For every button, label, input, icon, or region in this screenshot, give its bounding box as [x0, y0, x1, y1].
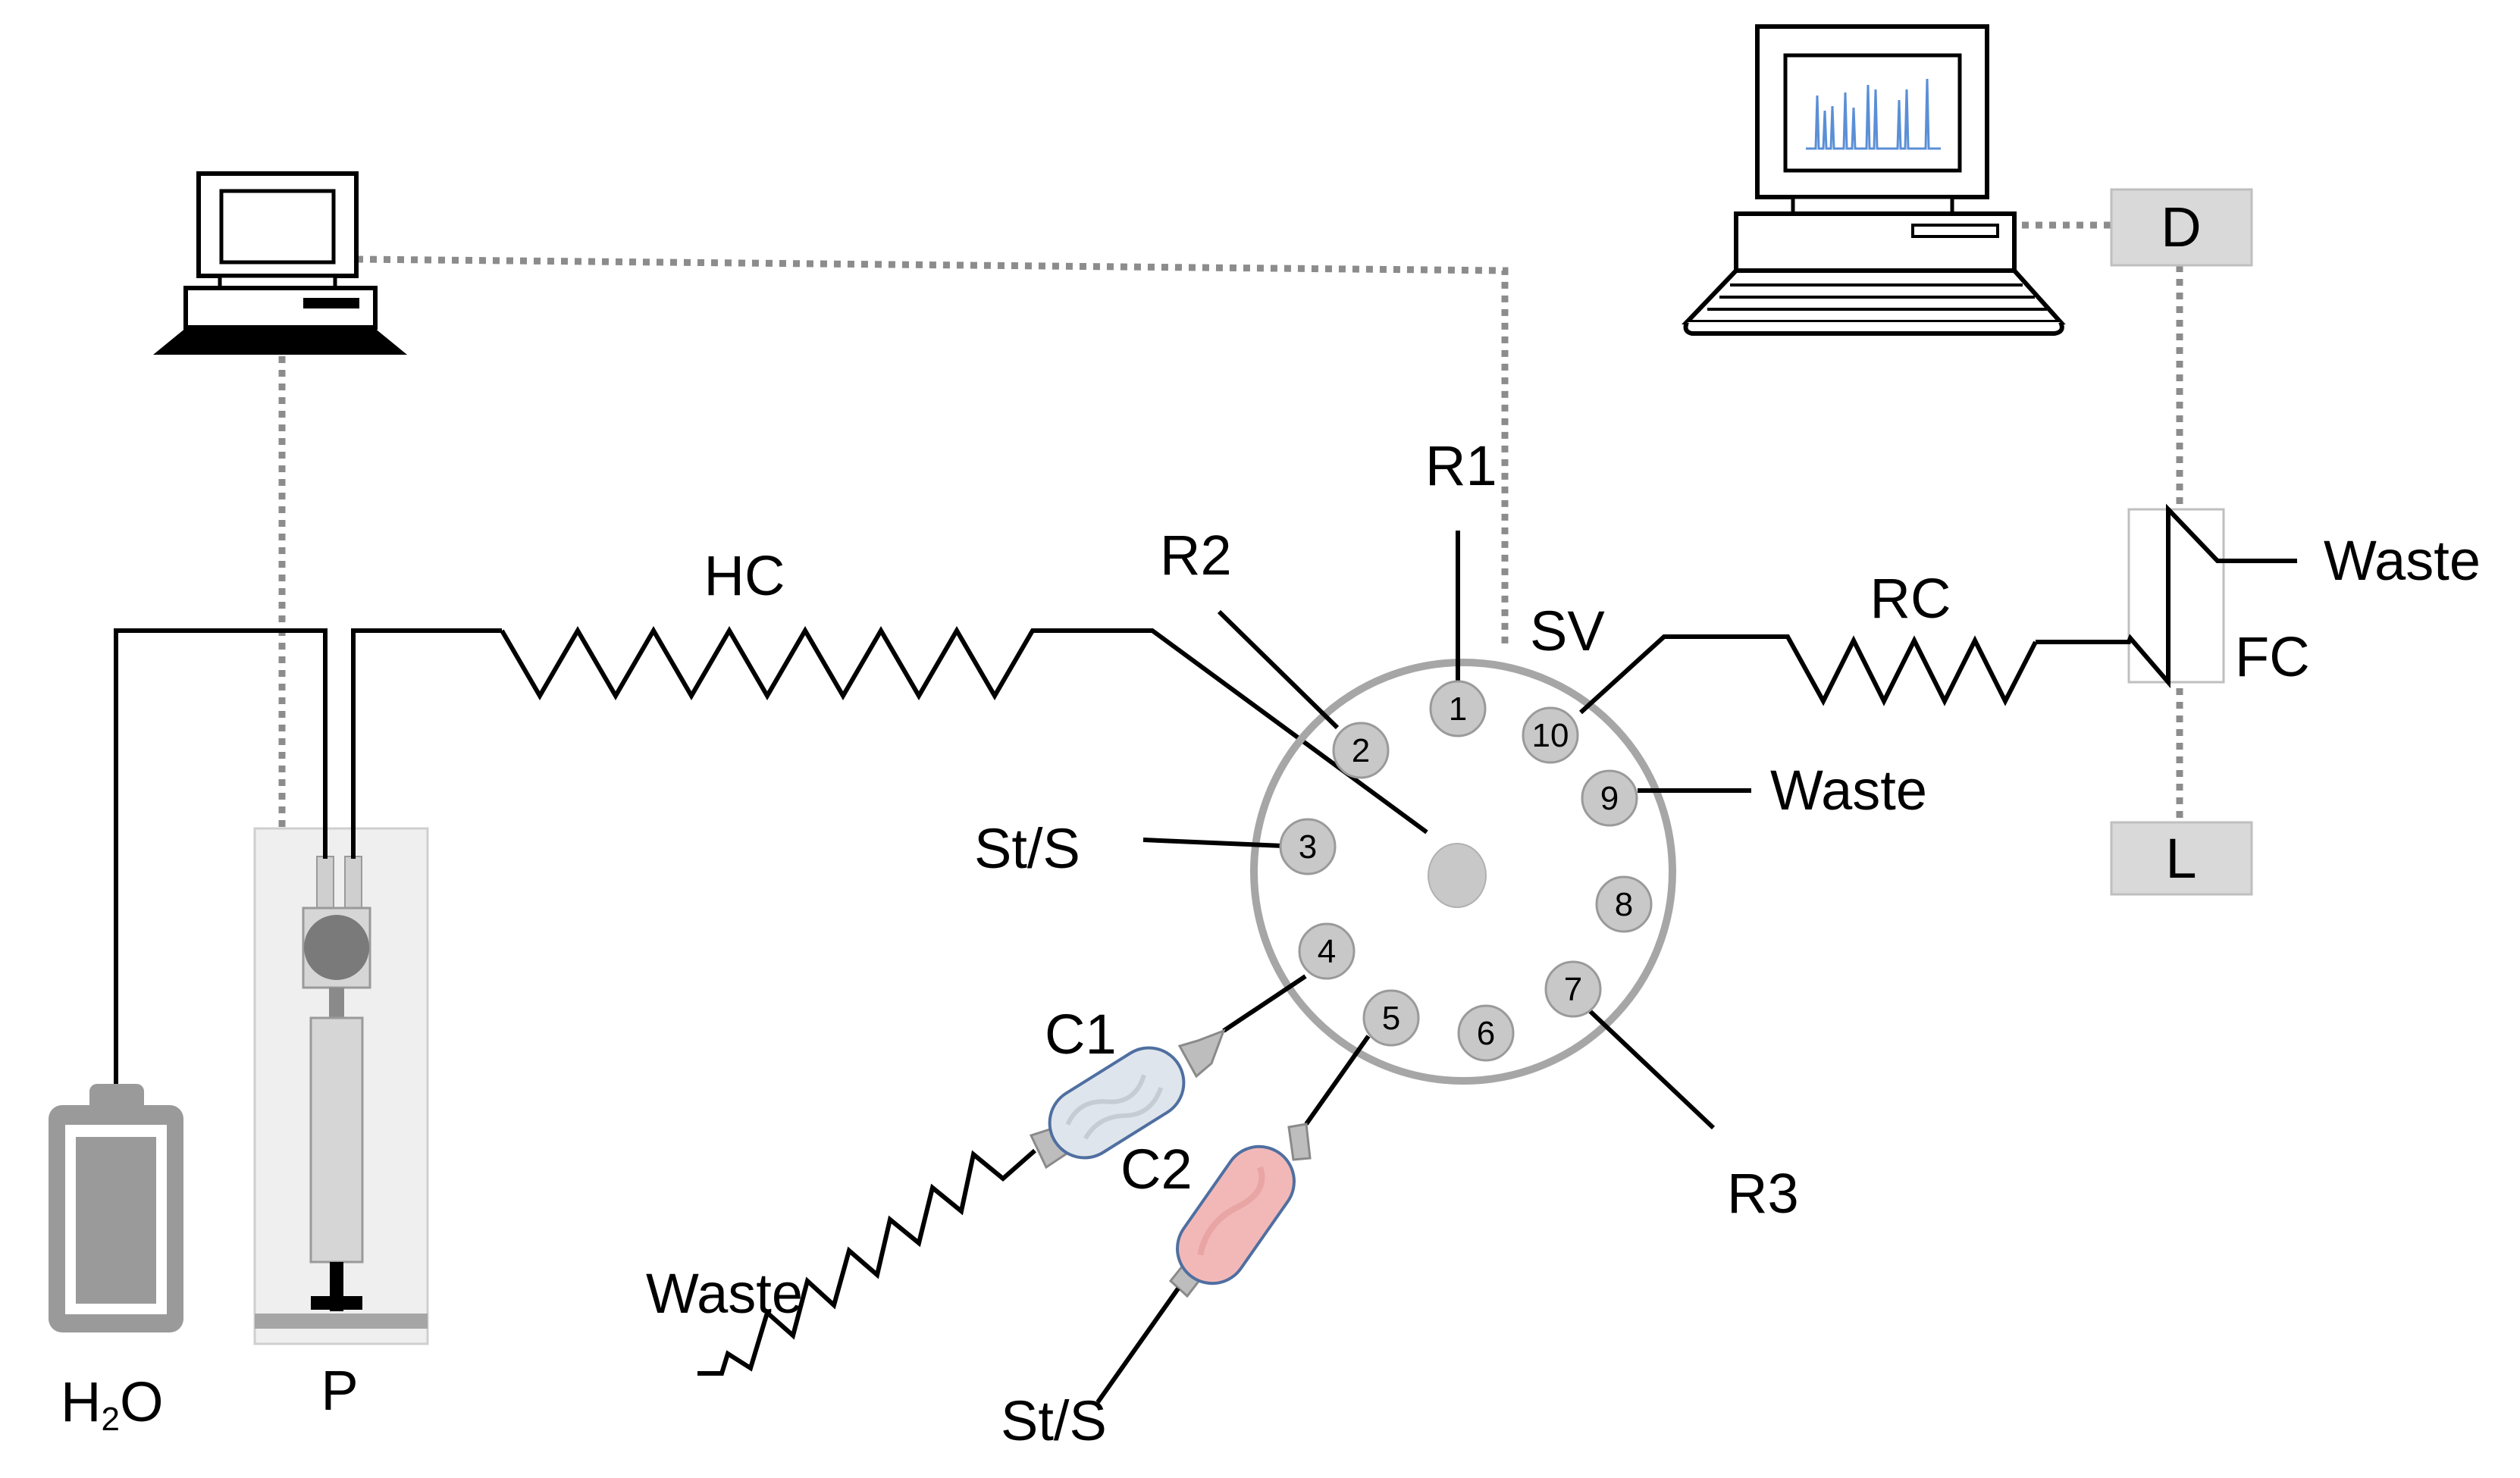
r3-label: R3 — [1727, 1162, 1799, 1225]
r2-label: R2 — [1160, 524, 1232, 587]
c1-label: C1 — [1045, 1003, 1117, 1066]
control-computer-icon — [153, 171, 407, 355]
port-lines — [1142, 531, 2038, 1130]
valve-port-4: 4 — [1298, 922, 1356, 980]
waste-fc-label: Waste — [2324, 529, 2481, 592]
syringe-pump: P — [253, 827, 429, 1422]
valve-port-9: 9 — [1581, 769, 1638, 827]
svg-text:4: 4 — [1318, 933, 1336, 970]
light-source-label: L — [2165, 827, 2196, 890]
holding-coil-label: HC — [704, 544, 785, 607]
selection-valve: SV — [1250, 600, 1676, 1085]
detector-box: D — [2110, 188, 2253, 267]
data-computer-icon — [1681, 24, 2066, 336]
svg-text:5: 5 — [1382, 1000, 1400, 1037]
c2-label: C2 — [1121, 1138, 1193, 1201]
water-reservoir: H2O — [49, 1084, 183, 1438]
valve-port-10: 10 — [1522, 706, 1579, 764]
svg-text:1: 1 — [1449, 690, 1467, 728]
light-source-box: L — [2110, 821, 2253, 896]
svg-text:10: 10 — [1532, 717, 1569, 754]
svg-text:6: 6 — [1477, 1015, 1495, 1052]
valve-port-8: 8 — [1595, 875, 1653, 933]
holding-coil: HC — [500, 544, 1428, 835]
reaction-coil-label: RC — [1870, 567, 1951, 630]
flow-cell: FC Waste — [2036, 503, 2481, 689]
valve-ports: 1 2 3 4 5 6 7 8 9 10 — [1279, 680, 1653, 1062]
waste-c1-label: Waste — [646, 1262, 803, 1325]
flow-cell-label: FC — [2235, 625, 2310, 688]
column-c1: C1 Waste — [646, 1003, 1226, 1376]
svg-text:8: 8 — [1615, 886, 1633, 923]
signal-trace — [1806, 78, 1941, 150]
valve-port-2: 2 — [1332, 722, 1390, 779]
svg-text:9: 9 — [1600, 780, 1619, 817]
detector-label: D — [2161, 196, 2201, 258]
svg-text:2: 2 — [1352, 732, 1370, 769]
selection-valve-label: SV — [1530, 600, 1605, 662]
svg-text:7: 7 — [1564, 971, 1582, 1008]
valve-port-1: 1 — [1429, 680, 1487, 737]
water-label: H2O — [61, 1370, 164, 1438]
valve-port-5: 5 — [1362, 989, 1420, 1047]
pump-outlet-tube — [351, 628, 502, 859]
st-s-bottom-label: St/S — [1001, 1389, 1107, 1452]
st-s-left-label: St/S — [974, 817, 1080, 880]
valve-port-7: 7 — [1544, 960, 1602, 1018]
valve-port-6: 6 — [1457, 1004, 1515, 1062]
valve-center-port — [1428, 843, 1487, 908]
pump-label: P — [321, 1359, 358, 1422]
waste-port9-label: Waste — [1770, 759, 1927, 822]
reservoir-tube — [114, 628, 328, 1084]
svg-text:3: 3 — [1299, 828, 1317, 866]
valve-port-3: 3 — [1279, 818, 1337, 875]
r1-label: R1 — [1425, 434, 1497, 497]
column-c2: C2 St/S — [1001, 1123, 1312, 1452]
